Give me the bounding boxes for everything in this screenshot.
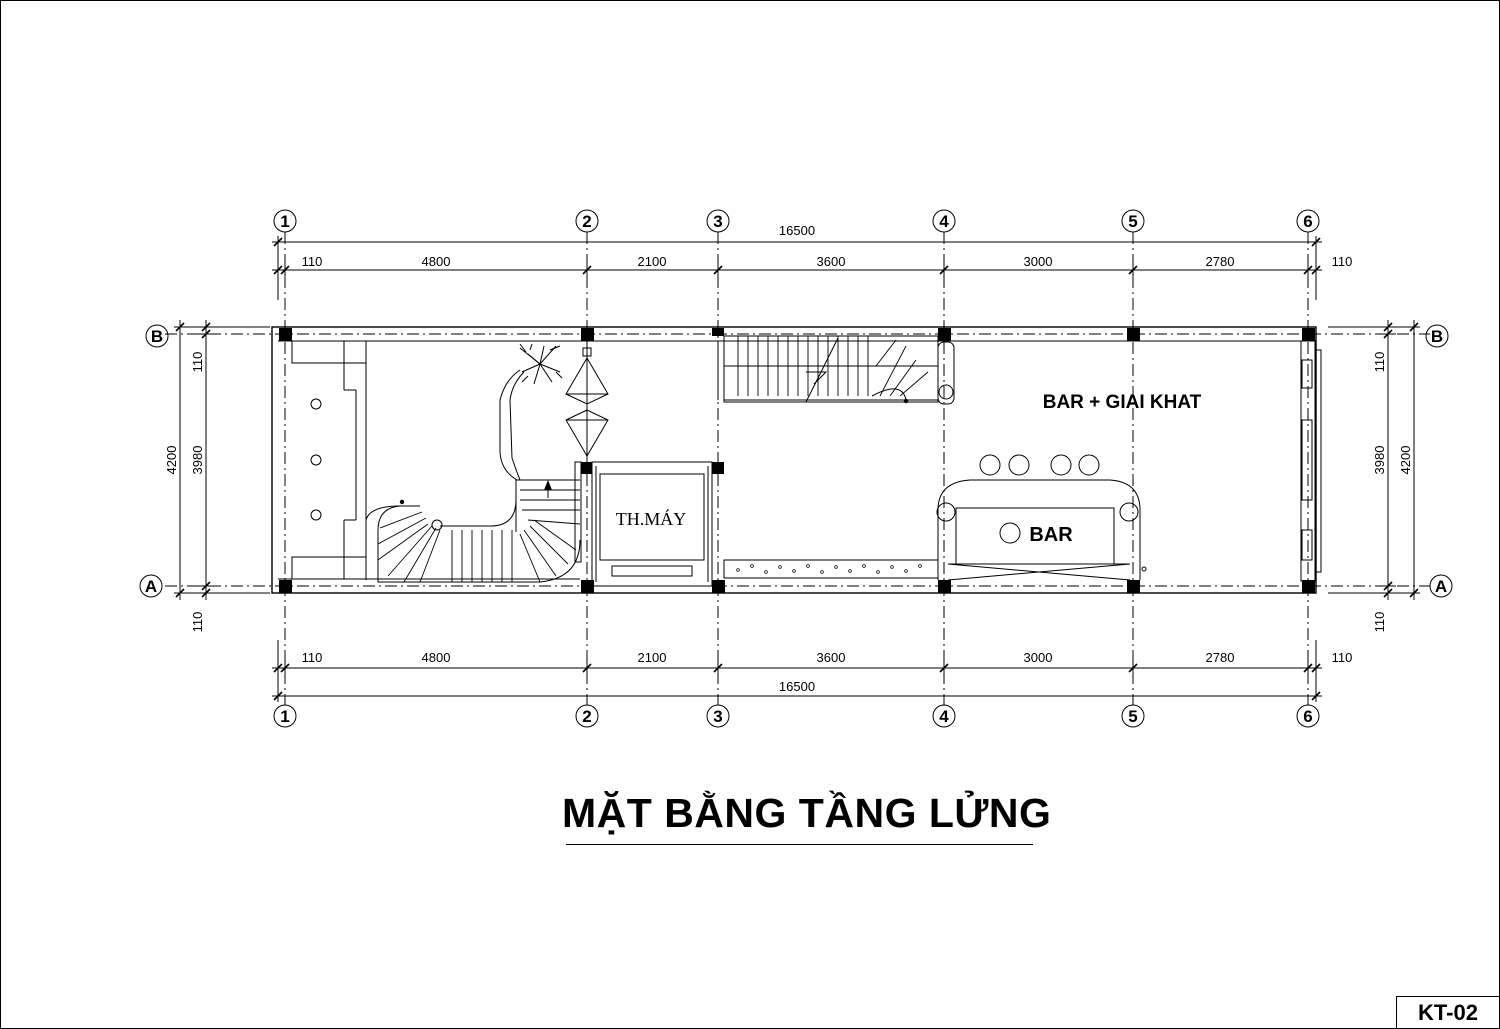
grid-label-top-2: 2 <box>582 212 591 231</box>
dim-bottom-seg-3: 2100 <box>638 650 667 665</box>
dim-top-seg-5: 3000 <box>1024 254 1053 269</box>
dim-left-top-offset: 110 <box>190 352 205 373</box>
dim-bottom-seg-5: 3000 <box>1024 650 1053 665</box>
grid-label-bottom-5: 5 <box>1128 707 1137 726</box>
grid-bubbles-top: 1 2 3 4 5 6 <box>273 209 1320 233</box>
exterior-walls <box>271 326 1317 594</box>
dim-right-bottom-offset: 110 <box>1372 612 1387 633</box>
drawing-title-block: MẶT BẰNG TẦNG LỬNG <box>562 790 1052 846</box>
dim-bottom-seg-2: 4800 <box>422 650 451 665</box>
dim-bottom-seg-6: 2780 <box>1206 650 1235 665</box>
grid-bubbles-side: B A B A <box>139 324 1453 598</box>
grid-label-right-b: B <box>1431 327 1443 346</box>
title-underline <box>566 844 1033 845</box>
dim-left-inner: 3980 <box>190 446 205 475</box>
plant-icon <box>519 343 563 385</box>
left-void-area <box>291 340 367 580</box>
grid-label-right-a: A <box>1435 577 1447 596</box>
grid-label-top-4: 4 <box>939 212 949 231</box>
grid-label-bottom-3: 3 <box>713 707 722 726</box>
grid-label-top-6: 6 <box>1303 212 1312 231</box>
pendant-lights <box>565 341 609 462</box>
dim-bottom-seg-1: 110 <box>302 650 323 665</box>
dim-right-total: 4200 <box>1398 446 1413 475</box>
bar-counter <box>936 479 1147 581</box>
dim-left-bottom-offset: 110 <box>190 612 205 633</box>
sheet-code: KT-02 <box>1418 999 1478 1025</box>
grid-label-bottom-4: 4 <box>939 707 949 726</box>
drawing-title: MẶT BẰNG TẦNG LỬNG <box>562 790 1052 836</box>
dim-top-total: 16500 <box>779 223 815 238</box>
dim-top-seg-3: 2100 <box>638 254 667 269</box>
room-label-machine: TH.MÁY <box>616 508 687 529</box>
horizontal-axes <box>165 333 1430 587</box>
dim-top-seg-6: 2780 <box>1206 254 1235 269</box>
dim-bottom-seg-7: 110 <box>1332 650 1353 665</box>
grid-label-top-1: 1 <box>280 212 289 231</box>
dim-bottom-segments: 110 4800 2100 3600 3000 2780 110 <box>302 650 1353 665</box>
grid-label-left-b: B <box>151 327 163 346</box>
dim-right-top-offset: 110 <box>1372 352 1387 373</box>
grid-label-top-5: 5 <box>1128 212 1137 231</box>
room-label-bar-giai-khat: BAR + GIAI KHAT <box>1043 392 1202 413</box>
vertical-axes <box>284 232 1309 705</box>
dim-right-inner: 3980 <box>1372 446 1387 475</box>
grid-label-bottom-6: 6 <box>1303 707 1312 726</box>
left-dimensions <box>174 320 270 600</box>
structural-columns <box>279 328 1315 593</box>
upper-stair <box>723 335 955 405</box>
dim-left-total: 4200 <box>164 446 179 475</box>
sheet-code-box: KT-02 <box>1396 996 1499 1028</box>
dim-top-seg-1: 110 <box>302 254 323 269</box>
left-stair <box>365 369 582 583</box>
dim-top-segments: 110 4800 2100 3600 3000 2780 110 <box>302 254 1353 269</box>
bar-stools <box>979 454 1100 476</box>
grid-label-bottom-2: 2 <box>582 707 591 726</box>
grid-label-bottom-1: 1 <box>280 707 289 726</box>
right-dimensions <box>1328 320 1420 600</box>
dim-top-seg-2: 4800 <box>422 254 451 269</box>
bottom-dimensions <box>272 640 1322 702</box>
grid-label-top-3: 3 <box>713 212 722 231</box>
grid-label-left-a: A <box>145 577 157 596</box>
room-label-bar: BAR <box>1029 524 1073 546</box>
dim-top-seg-4: 3600 <box>817 254 846 269</box>
dim-top-seg-7: 110 <box>1332 254 1353 269</box>
planter-strip <box>723 559 939 579</box>
machine-room <box>591 461 713 587</box>
dim-bottom-seg-4: 3600 <box>817 650 846 665</box>
top-dimensions <box>272 236 1322 300</box>
right-windows <box>1300 340 1322 582</box>
dim-bottom-total: 16500 <box>779 679 815 694</box>
grid-bubbles-bottom: 1 2 3 4 5 6 <box>273 704 1320 728</box>
